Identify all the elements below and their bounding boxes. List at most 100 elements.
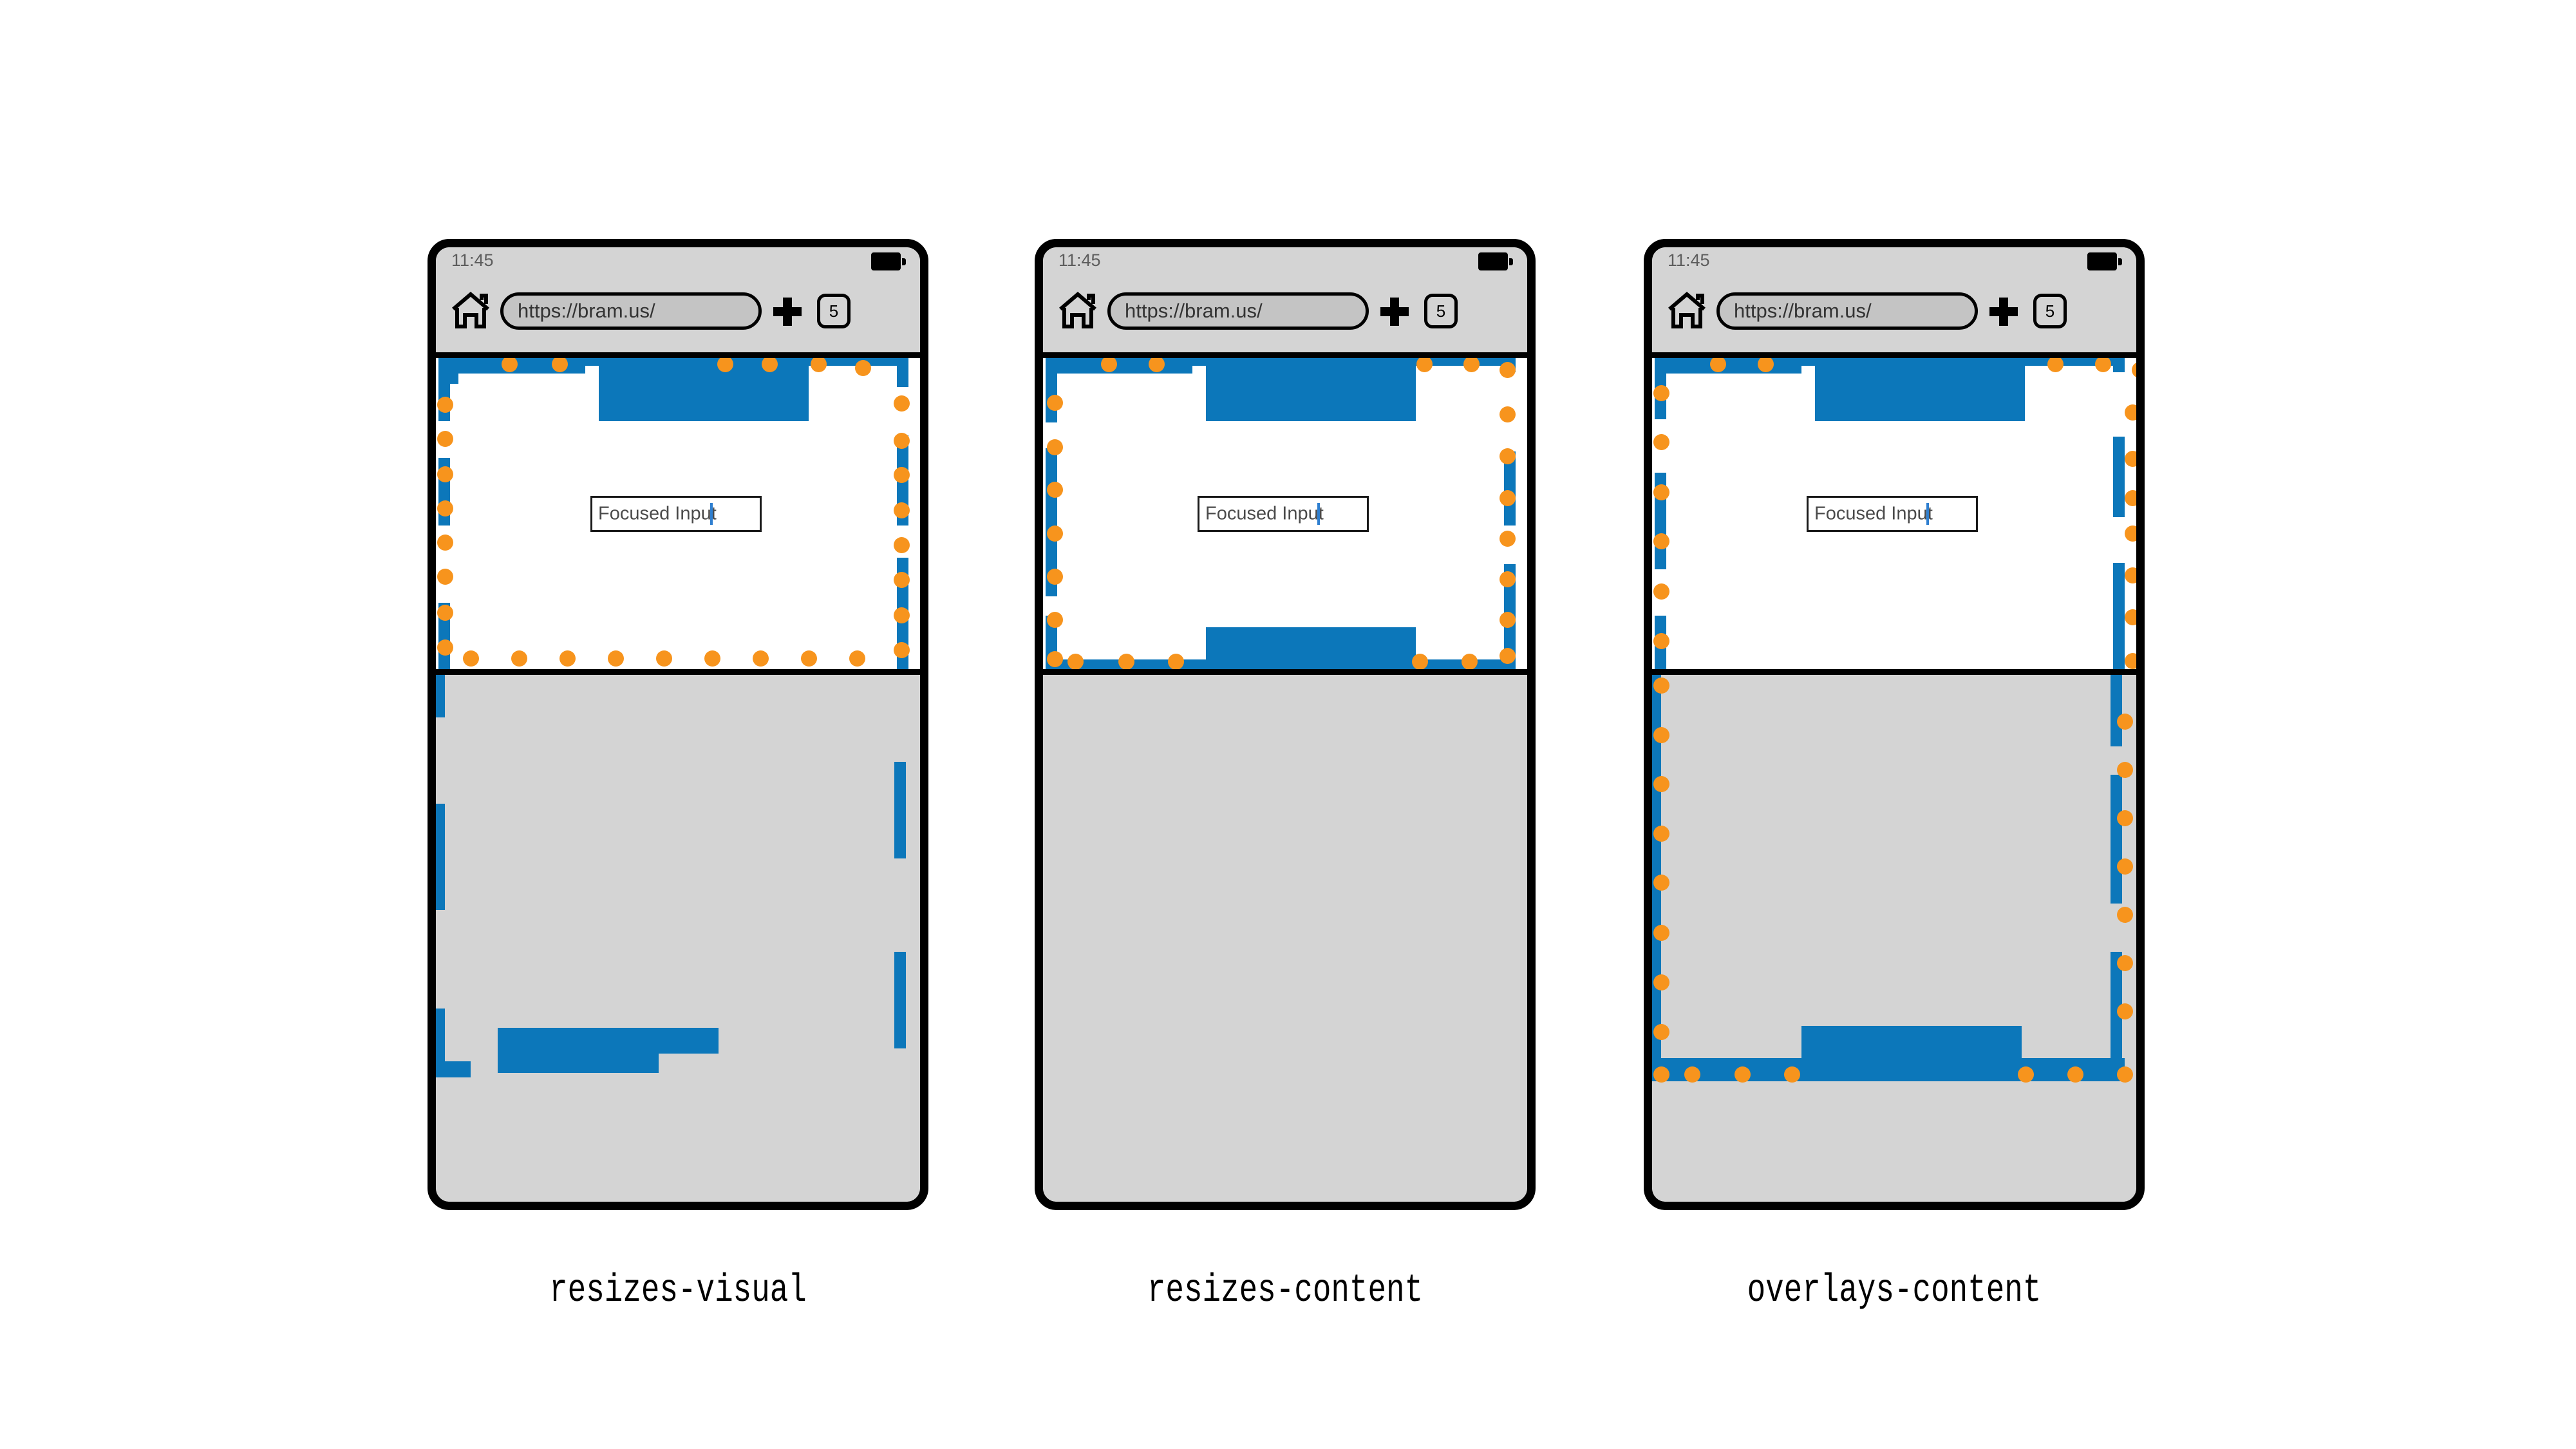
viewport-marker-dot bbox=[1067, 654, 1084, 669]
virtual-keyboard[interactable] bbox=[1652, 669, 2136, 1202]
viewport-marker-dot bbox=[1500, 362, 1516, 378]
viewport-marker-dot bbox=[2018, 1066, 2034, 1083]
viewport-marker-dot bbox=[1684, 1066, 1700, 1083]
viewport-marker-dot bbox=[801, 650, 817, 667]
viewport-marker-dot bbox=[437, 639, 453, 656]
viewport-marker-dot bbox=[1653, 633, 1669, 649]
home-icon[interactable] bbox=[1667, 290, 1707, 330]
viewport-marker-dot bbox=[1735, 1066, 1751, 1083]
focused-input-value: Focused Input bbox=[1814, 503, 1933, 524]
battery-full-icon bbox=[1478, 252, 1513, 270]
viewport-outline-bar bbox=[1504, 451, 1516, 526]
home-icon[interactable] bbox=[1058, 290, 1098, 330]
viewport-marker-dot bbox=[2117, 858, 2133, 875]
text-caret bbox=[710, 503, 713, 525]
viewport-marker-dot bbox=[437, 535, 453, 551]
url-text: https://bram.us/ bbox=[518, 299, 655, 322]
viewport-marker-dot bbox=[2117, 955, 2133, 971]
viewport-marker-dot bbox=[1653, 484, 1669, 500]
viewport-marker-dot bbox=[1416, 358, 1433, 372]
viewport-marker-dot bbox=[608, 650, 624, 667]
viewport-marker-dot bbox=[656, 650, 672, 667]
viewport-marker-dot bbox=[1653, 727, 1669, 743]
browser-toolbar: https://bram.us/ 5 bbox=[436, 274, 920, 352]
page-viewport: Focused Input bbox=[1652, 358, 2136, 669]
viewport-marker-dot bbox=[437, 500, 453, 516]
tab-count-button[interactable]: 5 bbox=[817, 294, 851, 328]
virtual-keyboard[interactable] bbox=[1043, 669, 1527, 1202]
phone-screen: 11:45 https://bram.us/ bbox=[1043, 247, 1527, 1202]
home-icon[interactable] bbox=[451, 290, 491, 330]
viewport-marker-dot bbox=[1101, 358, 1117, 372]
viewport-marker-dot bbox=[753, 650, 769, 667]
battery-full-icon bbox=[2087, 252, 2122, 270]
viewport-marker-dot bbox=[2125, 404, 2136, 421]
tab-count-label: 5 bbox=[1436, 301, 1446, 321]
focused-input-field[interactable]: Focused Input bbox=[1198, 496, 1369, 532]
viewport-marker-dot bbox=[1500, 648, 1516, 664]
tab-count-button[interactable]: 5 bbox=[1424, 294, 1458, 328]
plus-icon[interactable] bbox=[1380, 298, 1409, 326]
viewport-marker-dot bbox=[1653, 974, 1669, 990]
focused-input-field[interactable]: Focused Input bbox=[1807, 496, 1978, 532]
viewport-marker-dot bbox=[559, 650, 576, 667]
viewport-outline-bar bbox=[1046, 358, 1192, 374]
viewport-marker-dot bbox=[1047, 612, 1063, 628]
viewport-marker-dot bbox=[1653, 826, 1669, 842]
phone-mockup-resizes-visual: 11:45 https://bram.us/ bbox=[428, 239, 928, 1210]
viewport-marker-dot bbox=[1118, 654, 1134, 669]
viewport-outline-bar bbox=[436, 1061, 471, 1077]
viewport-outline-bar bbox=[1046, 358, 1057, 422]
panel-caption-resizes-content: resizes-content bbox=[1147, 1269, 1424, 1313]
focused-input-field[interactable]: Focused Input bbox=[590, 496, 762, 532]
viewport-outline-bar bbox=[498, 1028, 719, 1054]
viewport-outline-bar bbox=[436, 1009, 445, 1077]
viewport-outline-bar bbox=[1815, 358, 2025, 421]
viewport-marker-dot bbox=[1462, 654, 1478, 669]
viewport-outline-bar bbox=[2111, 775, 2122, 904]
url-bar[interactable]: https://bram.us/ bbox=[1716, 292, 1978, 330]
status-bar-clock: 11:45 bbox=[1668, 251, 1710, 270]
viewport-outline-bar bbox=[894, 952, 906, 1048]
viewport-marker-dot bbox=[1500, 612, 1516, 628]
focused-input-value: Focused Input bbox=[598, 503, 717, 524]
plus-icon[interactable] bbox=[1989, 298, 2018, 326]
focused-input-value: Focused Input bbox=[1205, 503, 1324, 524]
viewport-marker-dot bbox=[894, 395, 910, 412]
viewport-marker-dot bbox=[1412, 654, 1428, 669]
viewport-marker-dot bbox=[437, 569, 453, 585]
status-bar: 11:45 bbox=[1652, 247, 2136, 274]
viewport-marker-dot bbox=[2125, 567, 2136, 583]
viewport-outline-bar bbox=[599, 358, 809, 421]
viewport-marker-dot bbox=[2117, 907, 2133, 923]
viewport-marker-dot bbox=[762, 358, 778, 372]
url-bar[interactable]: https://bram.us/ bbox=[500, 292, 762, 330]
status-bar: 11:45 bbox=[1043, 247, 1527, 274]
viewport-marker-dot bbox=[894, 433, 910, 449]
viewport-outline-bar bbox=[2113, 437, 2125, 517]
panel-caption-resizes-visual: resizes-visual bbox=[549, 1269, 807, 1313]
url-bar[interactable]: https://bram.us/ bbox=[1107, 292, 1369, 330]
viewport-outline-bar bbox=[436, 675, 445, 717]
viewport-marker-dot bbox=[2132, 362, 2136, 378]
plus-icon[interactable] bbox=[773, 298, 802, 326]
viewport-marker-dot bbox=[1653, 385, 1669, 401]
tab-count-label: 5 bbox=[829, 301, 839, 321]
viewport-outline-bar bbox=[894, 762, 906, 858]
viewport-marker-dot bbox=[2095, 358, 2111, 372]
viewport-outline-bar bbox=[2111, 675, 2122, 746]
virtual-keyboard[interactable] bbox=[436, 669, 920, 1202]
viewport-outline-bar bbox=[2113, 563, 2125, 669]
viewport-marker-dot bbox=[1653, 533, 1669, 549]
viewport-marker-dot bbox=[437, 605, 453, 621]
viewport-marker-dot bbox=[2117, 714, 2133, 730]
viewport-marker-dot bbox=[1149, 358, 1165, 372]
viewport-marker-dot bbox=[1710, 358, 1726, 372]
browser-toolbar: https://bram.us/ 5 bbox=[1043, 274, 1527, 352]
viewport-marker-dot bbox=[2125, 653, 2136, 669]
viewport-marker-dot bbox=[552, 358, 568, 372]
viewport-marker-dot bbox=[1653, 677, 1669, 694]
viewport-marker-dot bbox=[1653, 434, 1669, 450]
tab-count-button[interactable]: 5 bbox=[2033, 294, 2067, 328]
